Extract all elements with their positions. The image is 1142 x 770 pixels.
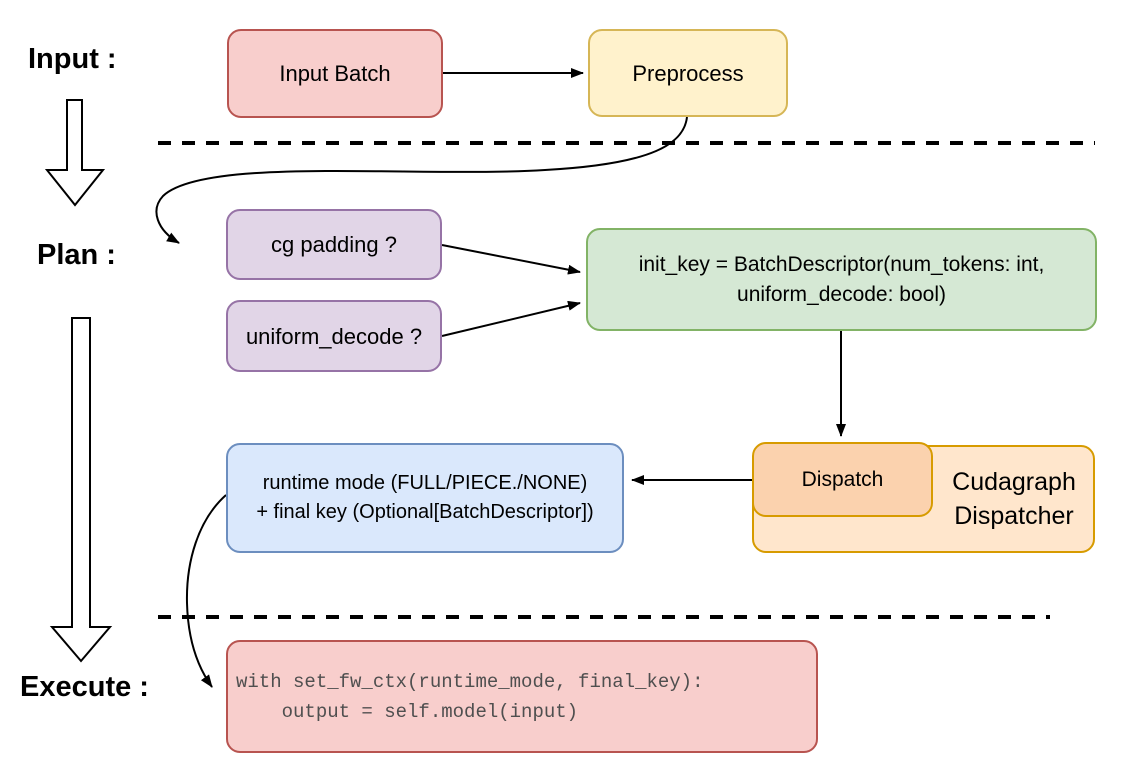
stage-arrow-input-to-plan [44,99,106,207]
node-runtime-mode: runtime mode (FULL/PIECE./NONE) + final … [226,443,624,553]
node-runtime-mode-line1: runtime mode (FULL/PIECE./NONE) [262,472,588,494]
node-init-key-line1: init_key = BatchDescriptor(num_tokens: i… [638,252,1045,276]
node-preprocess: Preprocess [588,29,788,117]
node-execute-code: with set_fw_ctx(runtime_mode, final_key)… [226,640,818,753]
node-input-batch-label: Input Batch [279,61,391,86]
arrow-uniformdecode-to-initkey [441,300,581,337]
node-cudagraph-dispatcher-label: Cudagraph Dispatcher [933,445,1095,553]
arrow-preprocess-to-cgpadding [155,116,688,244]
node-runtime-mode-line2: + final key (Optional[BatchDescriptor]) [256,501,594,523]
node-dispatch: Dispatch [752,442,933,517]
node-uniform-decode: uniform_decode ? [226,300,442,372]
cudagraph-label-line2: Dispatcher [954,502,1074,530]
arrow-runtimemode-to-execute [185,494,227,688]
node-init-key: init_key = BatchDescriptor(num_tokens: i… [586,228,1097,331]
node-uniform-decode-label: uniform_decode ? [245,323,423,349]
stage-label-plan: Plan : [37,239,116,271]
cudagraph-label-line1: Cudagraph [952,468,1076,496]
node-init-key-line2: uniform_decode: bool) [737,282,946,306]
node-cg-padding: cg padding ? [226,209,442,280]
stage-label-input: Input : [28,43,117,75]
arrow-cgpadding-to-initkey [441,244,581,275]
node-dispatch-label: Dispatch [801,468,884,491]
stage-arrow-plan-to-execute [49,317,113,663]
node-preprocess-label: Preprocess [632,60,744,86]
execute-code-line2: output = self.model(input) [236,700,579,723]
stage-label-execute: Execute : [20,671,149,703]
node-input-batch: Input Batch [227,29,443,118]
node-cg-padding-label: cg padding ? [271,232,397,257]
execute-code-line1: with set_fw_ctx(runtime_mode, final_key)… [236,670,704,693]
